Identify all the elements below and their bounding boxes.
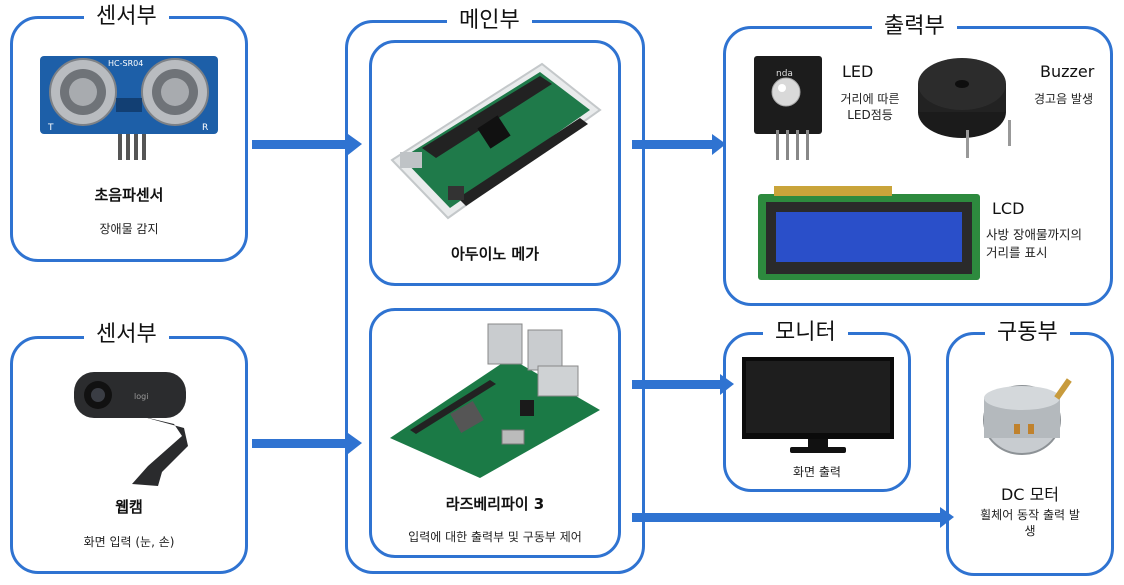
webcam-name: 웹캠 bbox=[115, 498, 143, 516]
raspberry-pi-image bbox=[390, 323, 600, 478]
ultrasonic-sensor-image: HC-SR04 T R bbox=[40, 56, 218, 160]
ultrasonic-pin-label-t: T bbox=[47, 123, 54, 133]
lcd-module-image bbox=[758, 186, 980, 280]
monitor-panel-title: 모니터 bbox=[763, 320, 848, 346]
lcd-desc-line-2: 거리를 표시 bbox=[986, 245, 1048, 260]
monitor-desc: 화면 출력 bbox=[793, 465, 841, 479]
output-panel-title: 출력부 bbox=[872, 14, 957, 40]
webcam-image: logi bbox=[74, 372, 188, 486]
webcam-desc: 화면 입력 (눈, 손) bbox=[83, 535, 175, 549]
lcd-name: LCD bbox=[992, 199, 1025, 218]
rpi-name: 라즈베리파이 3 bbox=[445, 495, 545, 513]
dc-motor-name: DC 모터 bbox=[1000, 485, 1060, 504]
ultrasonic-name: 초음파센서 bbox=[94, 186, 164, 204]
main-panel-title: 메인부 bbox=[447, 8, 532, 34]
sensor-panel-title: 센서부 bbox=[84, 4, 169, 30]
buzzer-name: Buzzer bbox=[1040, 62, 1095, 81]
rpi-desc: 입력에 대한 출력부 및 구동부 제어 bbox=[408, 530, 582, 544]
ultrasonic-pin-label-r: R bbox=[202, 123, 208, 133]
dc-motor-image bbox=[983, 378, 1072, 455]
led-chip-label: nda bbox=[776, 69, 793, 79]
led-desc-line-2: LED점등 bbox=[847, 108, 893, 122]
webcam-logo: logi bbox=[134, 392, 148, 401]
sensor-panel-title-2: 센서부 bbox=[84, 322, 169, 348]
arrow-webcam-to-main bbox=[252, 433, 362, 454]
arduino-mega-image bbox=[390, 62, 602, 220]
arrow-main-to-monitor bbox=[632, 374, 734, 395]
arrow-ultrasonic-to-main bbox=[252, 134, 362, 155]
arduino-name: 아두이노 메가 bbox=[450, 245, 540, 263]
lcd-desc-line-1: 사방 장애물까지의 bbox=[986, 227, 1082, 242]
led-name: LED bbox=[842, 62, 874, 81]
buzzer-desc: 경고음 발생 bbox=[1034, 92, 1094, 106]
monitor-image bbox=[742, 357, 894, 453]
dc-motor-desc-line-1: 휠체어 동작 출력 발 bbox=[980, 508, 1080, 522]
drive-panel-title: 구동부 bbox=[985, 320, 1070, 346]
ultrasonic-desc: 장애물 감지 bbox=[99, 222, 159, 236]
arrow-main-to-drive bbox=[632, 507, 954, 528]
led-desc-line-1: 거리에 따른 bbox=[840, 92, 900, 106]
ultrasonic-chip-label: HC-SR04 bbox=[108, 59, 143, 68]
dc-motor-desc-line-2: 생 bbox=[1024, 524, 1036, 538]
led-module-image: nda bbox=[754, 56, 822, 160]
buzzer-image bbox=[918, 58, 1011, 158]
arrow-main-to-output bbox=[632, 134, 726, 155]
